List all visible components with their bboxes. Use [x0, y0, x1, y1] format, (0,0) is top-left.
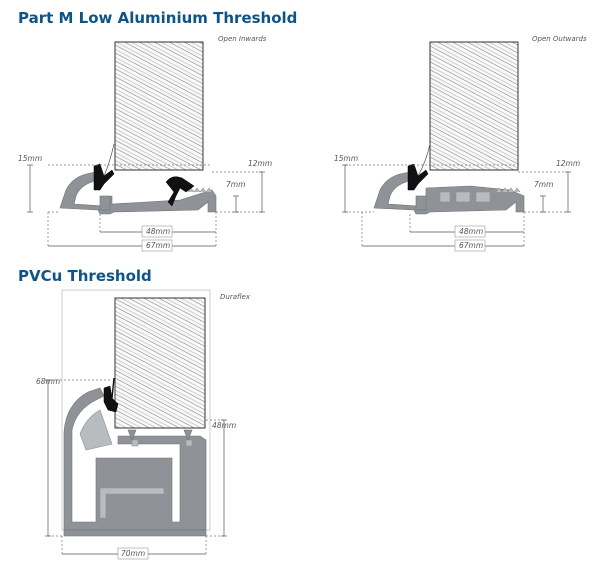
seal-left: [407, 163, 429, 191]
dim-67mm-right: 67mm: [459, 241, 483, 250]
pvcu-threshold-profile: [63, 387, 207, 531]
open-outwards-caption: Open Outwards: [532, 35, 587, 43]
pvcu-seal: [103, 385, 119, 413]
dim-12mm-left: 12mm: [248, 159, 272, 168]
duraflex-caption: Duraflex: [220, 293, 251, 301]
door-leaf-hatched: [114, 41, 204, 171]
dim-48mm-left: 48mm: [146, 227, 170, 236]
dim-48mm-pvcu: 48mm: [212, 421, 236, 430]
aluminium-section-title: Part M Low Aluminium Threshold: [18, 9, 298, 27]
dim-68mm: 68mm: [36, 377, 60, 386]
dim-15mm-right: 15mm: [334, 154, 358, 163]
pvcu-threshold-diagram: Duraflex 68mm 48mm: [36, 289, 251, 560]
door-leaf-hatched: [114, 297, 206, 429]
pvcu-section-title: PVCu Threshold: [18, 267, 152, 285]
aluminium-open-inwards-diagram: Open Inwards 15mm 12mm 7mm: [18, 35, 272, 252]
open-inwards-caption: Open Inwards: [218, 35, 267, 43]
aluminium-open-outwards-diagram: Open Outwards 15mm 12mm 7mm 48mm 67: [334, 35, 587, 252]
dim-70mm: 70mm: [121, 549, 145, 558]
seal-right: [165, 176, 195, 207]
dim-7mm-left: 7mm: [226, 180, 245, 189]
dim-15mm-left: 15mm: [18, 154, 42, 163]
threshold-profile: [59, 171, 217, 215]
door-leaf-hatched: [429, 41, 519, 171]
dim-67mm-left: 67mm: [146, 241, 170, 250]
dim-7mm-right: 7mm: [534, 180, 553, 189]
dim-48mm-right: 48mm: [459, 227, 483, 236]
seal-left: [93, 163, 115, 191]
dim-12mm-right: 12mm: [556, 159, 580, 168]
